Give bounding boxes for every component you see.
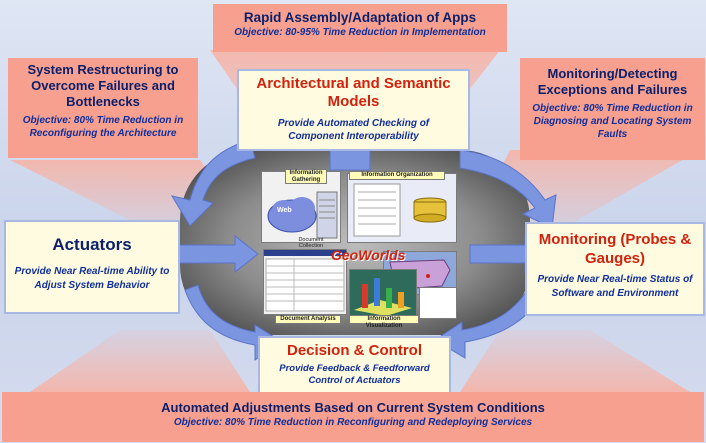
document-table-graphic bbox=[264, 250, 346, 312]
actuators-box: Actuators Provide Near Real-time Ability… bbox=[4, 220, 180, 314]
models-subtitle: Provide Automated Checking of Component … bbox=[277, 118, 430, 142]
monitoring-title: Monitoring (Probes & Gauges) bbox=[538, 231, 692, 267]
left-top-title: System Restructuring to Overcome Failure… bbox=[27, 62, 179, 109]
doc-collection-label: Document Collection bbox=[298, 237, 324, 249]
actuators-title: Actuators bbox=[52, 235, 132, 254]
organization-window bbox=[347, 173, 457, 243]
organization-graphic bbox=[353, 183, 447, 237]
arrow-top-left bbox=[170, 139, 256, 227]
bottom-objective-box: Automated Adjustments Based on Current S… bbox=[2, 392, 704, 442]
3d-chart-graphic bbox=[354, 278, 412, 316]
models-box: Architectural and Semantic Models Provid… bbox=[237, 69, 470, 151]
left-top-objective: Objective: 80% Time Reduction in Reconfi… bbox=[22, 115, 184, 139]
geoworlds-collage: Information Gathering Web Information Or… bbox=[259, 167, 459, 329]
doc-analysis-label: Document Analysis bbox=[275, 315, 341, 324]
visualization-window bbox=[349, 269, 417, 319]
beam-bottom-right bbox=[460, 330, 690, 392]
table-window-right bbox=[419, 287, 457, 319]
monitoring-box: Monitoring (Probes & Gauges) Provide Nea… bbox=[525, 222, 705, 316]
models-title: Architectural and Semantic Models bbox=[256, 75, 451, 110]
info-organization-label: Information Organization bbox=[349, 171, 445, 180]
top-objective: Objective: 80-95% Time Reduction in Impl… bbox=[234, 27, 486, 38]
web-label: Web bbox=[277, 207, 292, 214]
document-collection-window bbox=[263, 249, 347, 315]
right-top-objective-box: Monitoring/Detecting Exceptions and Fail… bbox=[520, 58, 705, 160]
top-objective-box: Rapid Assembly/Adaptation of Apps Object… bbox=[213, 4, 507, 52]
bottom-title: Automated Adjustments Based on Current S… bbox=[161, 400, 545, 415]
monitoring-subtitle: Provide Near Real-time Status of Softwar… bbox=[537, 274, 693, 299]
arrow-bottom-left bbox=[184, 284, 283, 361]
left-top-objective-box: System Restructuring to Overcome Failure… bbox=[8, 58, 198, 158]
decision-subtitle: Provide Feedback & Feedforward Control o… bbox=[279, 363, 430, 386]
right-top-objective: Objective: 80% Time Reduction in Diagnos… bbox=[532, 103, 693, 140]
geoworlds-logo: GeoWorlds bbox=[331, 247, 406, 263]
right-top-title: Monitoring/Detecting Exceptions and Fail… bbox=[537, 66, 688, 97]
decision-box: Decision & Control Provide Feedback & Fe… bbox=[258, 336, 451, 394]
arrow-left-right bbox=[174, 234, 259, 274]
info-visualization-label: Information Visualization bbox=[349, 315, 419, 329]
actuators-subtitle: Provide Near Real-time Ability to Adjust… bbox=[14, 266, 170, 291]
info-gathering-label: Information Gathering bbox=[285, 169, 327, 184]
decision-title: Decision & Control bbox=[286, 342, 422, 359]
beam-bottom-left bbox=[30, 330, 250, 392]
web-cloud-icon bbox=[267, 191, 338, 239]
top-title: Rapid Assembly/Adaptation of Apps bbox=[243, 10, 477, 25]
bottom-objective: Objective: 80% Time Reduction in Reconfi… bbox=[173, 417, 533, 428]
